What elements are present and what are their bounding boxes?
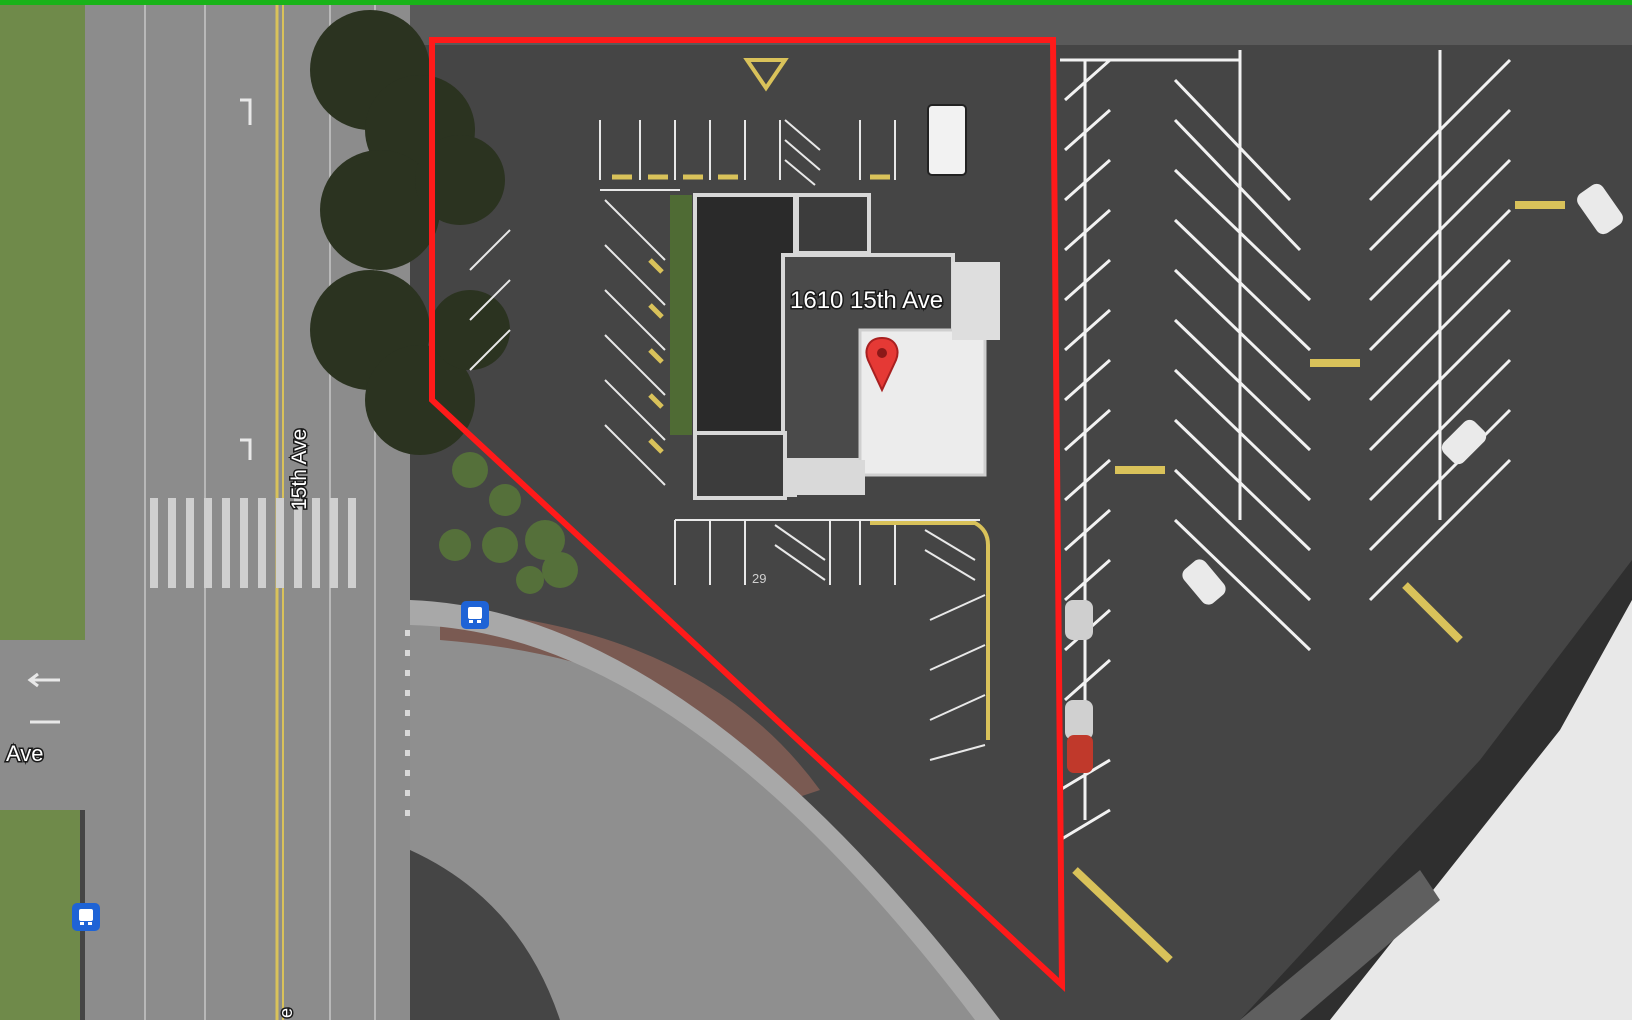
building-hvac-unit-top [795, 193, 871, 255]
building-roof-bottom-right [1330, 600, 1632, 1020]
parking-stripes-right [1059, 50, 1512, 842]
street-label-bottom: e [276, 1008, 296, 1018]
property-boundary[interactable] [429, 37, 1066, 992]
parked-cars [1065, 183, 1623, 773]
shrubs [439, 452, 578, 594]
yellow-bumpers-property [612, 174, 890, 454]
stall-number-label: 29 [752, 571, 766, 586]
bus-stop-icon[interactable] [461, 601, 489, 629]
cross-street-left [0, 640, 85, 810]
building-sw-unit [693, 431, 787, 500]
crosswalk-horizontal [150, 498, 356, 588]
grass-strip-left [0, 0, 85, 640]
building-annex [1240, 870, 1440, 1020]
lane-arrows-left [27, 672, 60, 724]
yellow-bumpers-right [1072, 201, 1565, 963]
turn-arrow-icon [240, 98, 252, 460]
grass-strip-left-lower [0, 810, 80, 1020]
building-white-annex [952, 262, 1000, 340]
parking-stripes-property [469, 120, 986, 761]
building-south-entry [785, 460, 865, 495]
bus-stop-icon-2[interactable] [72, 903, 100, 931]
delivery-truck [927, 104, 967, 176]
tree-row [310, 10, 510, 455]
yield-triangle [743, 58, 789, 92]
planter-hedge [670, 195, 692, 435]
street-label-15th-ave: 15th Ave [288, 429, 311, 510]
curved-roadway [410, 620, 990, 1020]
hatched-areas-property [774, 119, 976, 581]
selection-border-top [0, 0, 1632, 5]
address-label: 1610 15th Ave [790, 287, 943, 314]
yellow-curb-property [870, 521, 990, 740]
street-label-left: Ave [6, 741, 44, 766]
location-pin-icon[interactable] [865, 336, 899, 393]
